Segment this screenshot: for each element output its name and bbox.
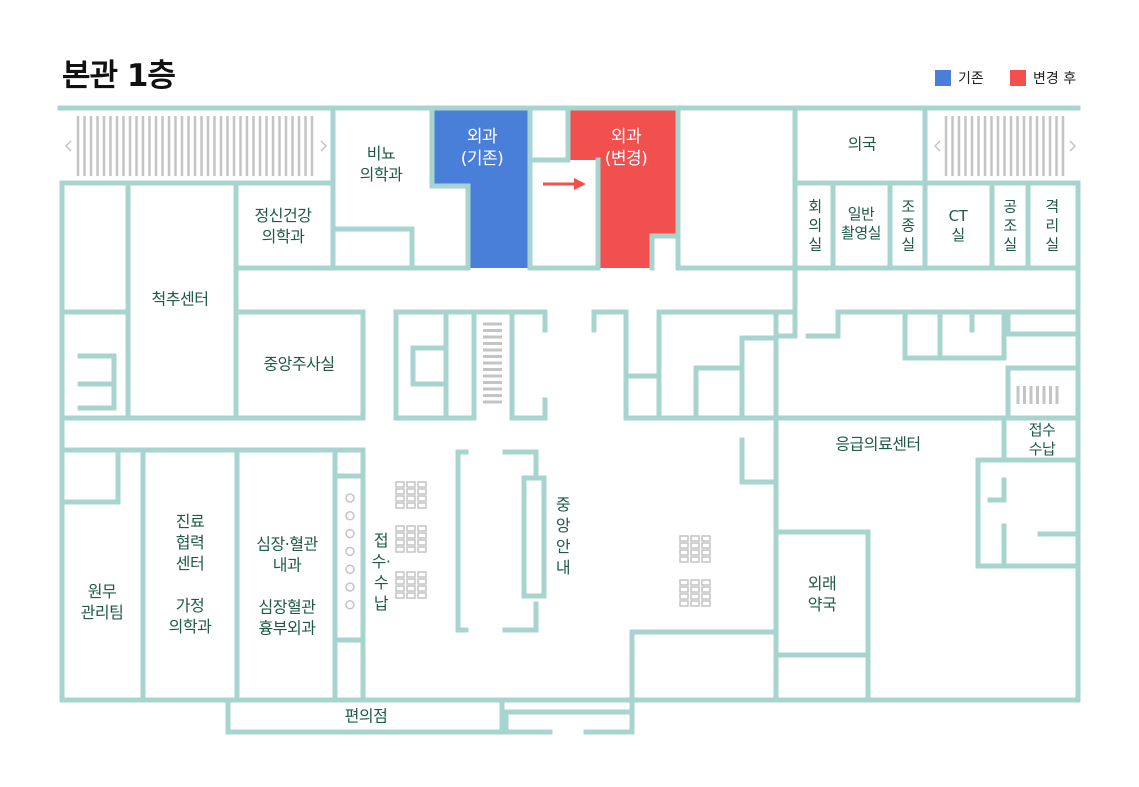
room-injection-label: 중앙주사실 (263, 354, 335, 374)
room-ct[interactable]: CT실 (948, 207, 968, 245)
room-control-label: 조종실 (901, 197, 915, 254)
room-urology-label: 비뇨 의학과 (359, 144, 403, 184)
room-control[interactable]: 조종실 (898, 198, 918, 255)
walls (57, 105, 1081, 735)
legend-item-before: 기존 (935, 68, 984, 88)
stairs-icon (1016, 386, 1059, 404)
room-spine-center[interactable]: 척추센터 (152, 289, 209, 310)
surgery-before-room[interactable] (432, 110, 530, 268)
surgery-after-room[interactable] (568, 110, 678, 268)
room-isolation[interactable]: 격리실 (1042, 198, 1062, 255)
room-meeting-label: 회의실 (808, 197, 822, 254)
room-outpatient-pharmacy[interactable]: 외래 약국 (807, 573, 837, 615)
room-urology[interactable]: 비뇨 의학과 (360, 143, 403, 185)
legend-swatch-before (935, 70, 951, 86)
arrow-right-icon (543, 178, 586, 190)
room-psychiatry-label: 정신건강 의학과 (254, 206, 312, 246)
room-referral-family[interactable]: 진료 협력 센터 가정 의학과 (169, 511, 212, 637)
room-general-xray-label: 일반 촬영실 (841, 205, 881, 242)
waiting-seats-icon (679, 535, 711, 607)
room-main-reception-label: 접수·수납 (371, 531, 391, 613)
room-air-conditioning[interactable]: 공조실 (1000, 198, 1020, 255)
room-surgery-before-label: 외과 (기존) (460, 127, 504, 169)
legend-item-after: 변경 후 (1010, 68, 1076, 88)
room-isolation-label: 격리실 (1045, 197, 1059, 254)
reception-markers (345, 493, 355, 610)
legend-label-after: 변경 후 (1033, 71, 1077, 87)
room-meeting[interactable]: 회의실 (805, 198, 825, 255)
room-emergency-center[interactable]: 응급의료센터 (835, 434, 921, 455)
room-er-reception[interactable]: 접수 수납 (1029, 421, 1056, 459)
room-referral-family-label: 진료 협력 센터 가정 의학과 (168, 512, 212, 636)
room-admin-team[interactable]: 원무 관리팀 (81, 581, 124, 623)
room-cardiology-label: 심장·혈관 내과 심장혈관 흉부외과 (256, 534, 318, 638)
room-general-xray[interactable]: 일반 촬영실 (841, 205, 881, 243)
room-outpatient-pharmacy-label: 외래 약국 (807, 574, 837, 614)
room-injection[interactable]: 중앙주사실 (263, 354, 335, 375)
room-psychiatry[interactable]: 정신건강 의학과 (255, 205, 312, 247)
room-doctors-office-label: 의국 (847, 134, 877, 154)
room-surgery-after-label: 외과 (변경) (604, 127, 648, 169)
waiting-seats-icon (395, 481, 427, 599)
room-admin-team-label: 원무 관리팀 (80, 582, 124, 622)
room-cardiology[interactable]: 심장·혈관 내과 심장혈관 흉부외과 (256, 534, 318, 639)
room-information-desk-label: 중앙안내 (555, 495, 571, 577)
room-doctors-office[interactable]: 의국 (847, 134, 877, 155)
room-ct-label: CT실 (948, 207, 968, 244)
room-surgery-before[interactable]: 외과 (기존) (461, 126, 504, 170)
escalator-icon (64, 116, 328, 176)
room-main-reception[interactable]: 접수·수납 (371, 530, 391, 614)
legend-label-before: 기존 (958, 71, 984, 87)
room-convenience-store[interactable]: 편의점 (345, 706, 388, 727)
page-title: 본관 1층 (62, 58, 176, 94)
room-information-desk[interactable]: 중앙안내 (553, 494, 573, 578)
room-emergency-center-label: 응급의료센터 (835, 434, 921, 454)
room-surgery-after[interactable]: 외과 (변경) (605, 126, 648, 170)
room-spine-center-label: 척추센터 (151, 289, 209, 309)
room-air-conditioning-label: 공조실 (1003, 197, 1017, 254)
escalator-icon (933, 116, 1077, 176)
room-convenience-store-label: 편의점 (344, 706, 388, 726)
legend-swatch-after (1010, 70, 1026, 86)
stairs-icon (483, 322, 502, 404)
room-er-reception-label: 접수 수납 (1028, 421, 1056, 458)
